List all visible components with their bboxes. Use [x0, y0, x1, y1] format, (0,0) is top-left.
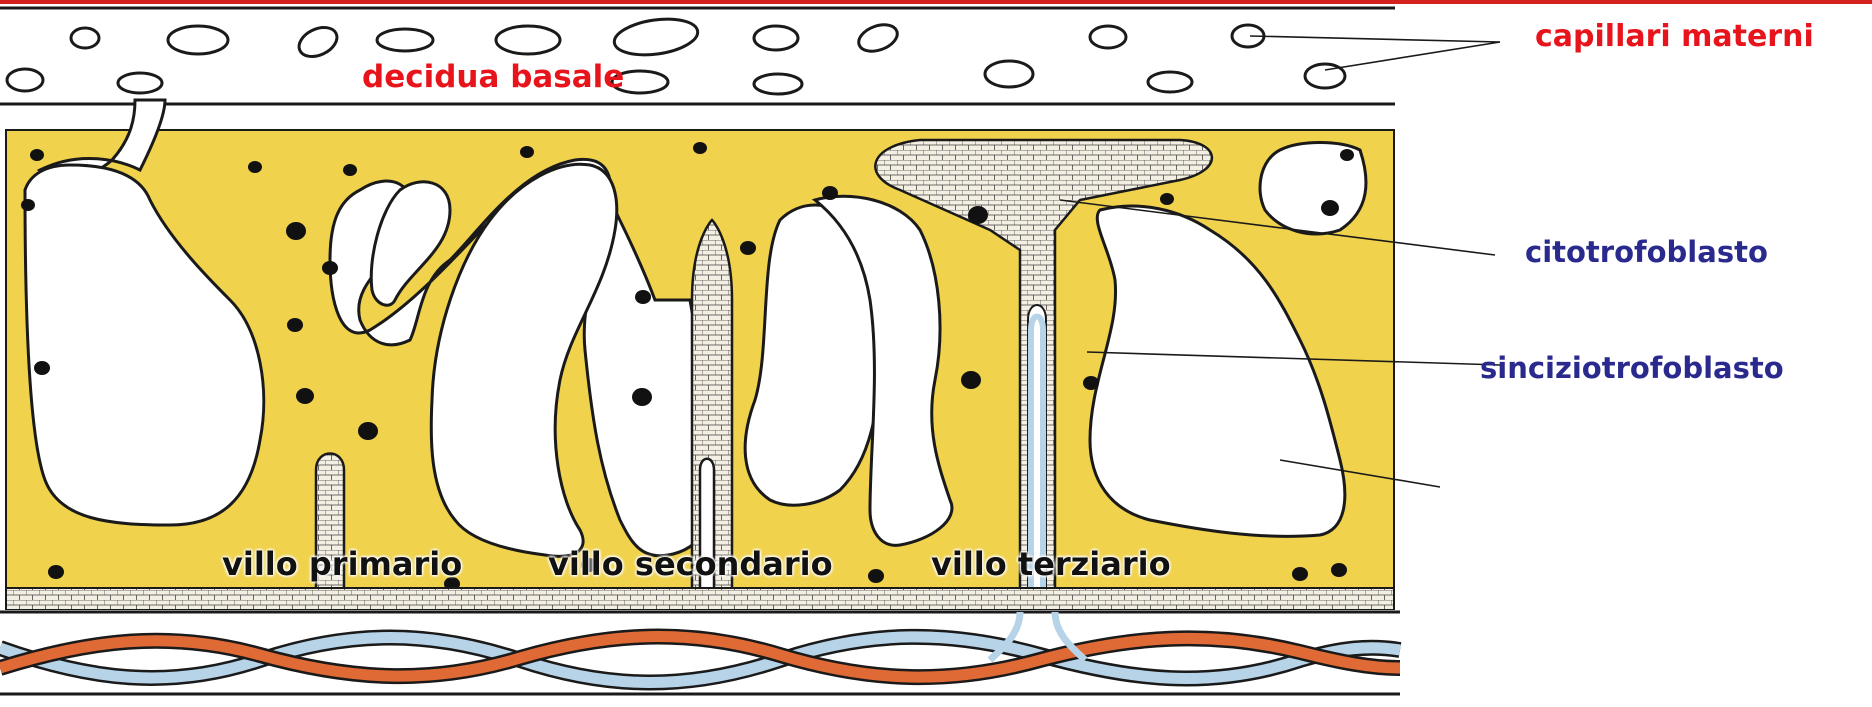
- label-villo-secondario: villo secondario: [548, 548, 833, 580]
- label-villo-terziario: villo terziario: [931, 548, 1171, 580]
- top-rule: [0, 0, 1872, 4]
- maternal-capillaries: [7, 14, 1345, 94]
- chorionic-cell-band: [6, 588, 1394, 610]
- label-decidua-basale: decidua basale: [362, 62, 624, 93]
- label-citotrofoblasto: citotrofoblasto: [1525, 238, 1768, 267]
- label-sinciziotrofoblasto: sinciziotrofoblasto: [1480, 354, 1784, 383]
- label-capillari-materni: capillari materni: [1535, 22, 1814, 52]
- label-villo-primario: villo primario: [222, 548, 462, 580]
- chorionic-plate: [0, 610, 1400, 695]
